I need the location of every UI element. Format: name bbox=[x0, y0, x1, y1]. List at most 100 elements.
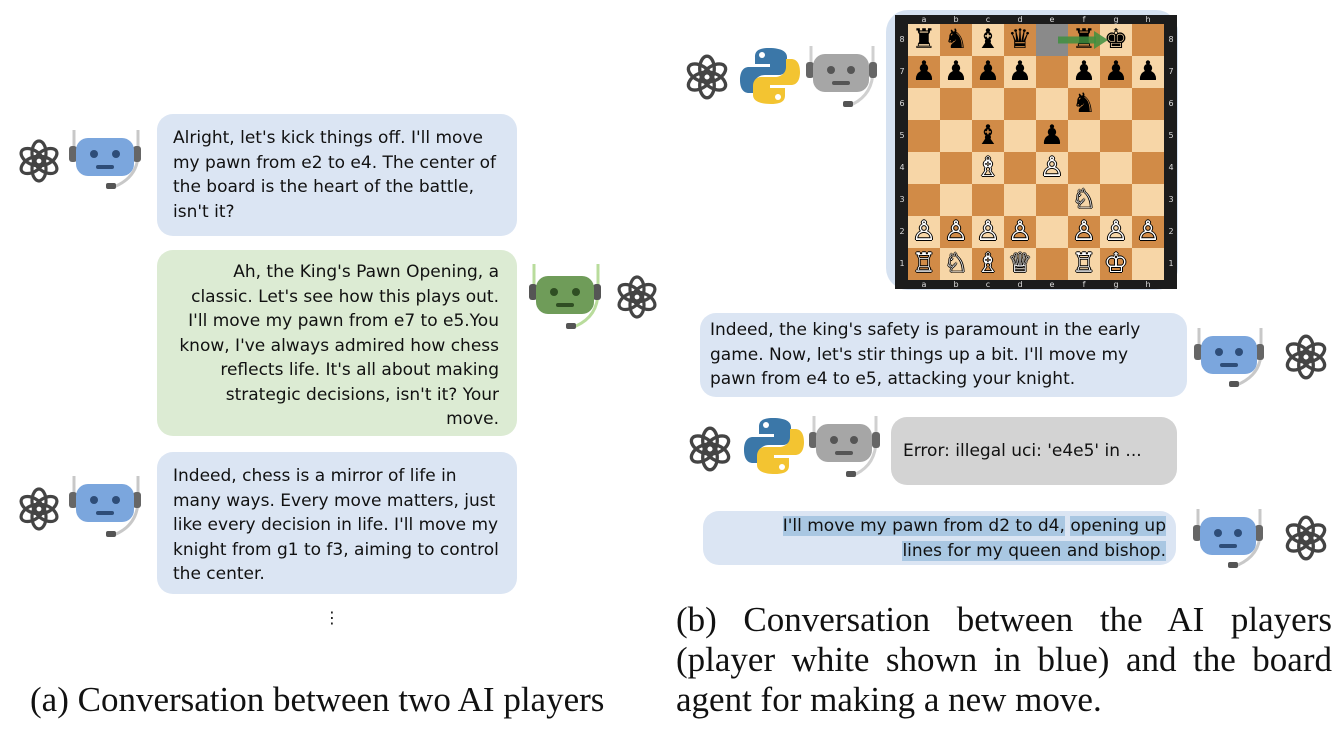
message-highlighted-text: opening up bbox=[1070, 516, 1166, 536]
chess-piece-white-e4: ♙ bbox=[1039, 152, 1065, 183]
rank-label: 4 bbox=[1168, 163, 1174, 172]
board-square-d5 bbox=[1004, 120, 1036, 152]
chess-piece-black-b7: ♟ bbox=[943, 56, 969, 87]
file-label: f bbox=[1082, 15, 1086, 24]
chess-board: aabbccddeeffgghh8877665544332211♜♞♝♛♜♚♟♟… bbox=[895, 15, 1177, 289]
board-square-e2 bbox=[1036, 216, 1068, 248]
board-square-a4 bbox=[908, 152, 940, 184]
chess-piece-white-d2: ♙ bbox=[1007, 216, 1033, 247]
board-square-e1 bbox=[1036, 248, 1068, 280]
chat-bubble-white-b2: I'll move my pawn from d2 to d4, opening… bbox=[703, 511, 1176, 565]
file-label: g bbox=[1113, 280, 1119, 289]
chess-piece-white-f1: ♖ bbox=[1071, 248, 1097, 279]
rank-label: 1 bbox=[899, 259, 905, 268]
chat-bubble-white-1: Alright, let's kick things off. I'll mov… bbox=[157, 114, 517, 236]
chess-piece-white-b2: ♙ bbox=[943, 216, 969, 247]
chess-piece-black-d8: ♛ bbox=[1007, 24, 1033, 55]
chat-bubble-white-2: Indeed, chess is a mirror of life in man… bbox=[157, 452, 517, 594]
board-square-a1 bbox=[908, 248, 940, 280]
chess-piece-white-a1: ♖ bbox=[911, 248, 937, 279]
board-square-c2 bbox=[972, 216, 1004, 248]
file-label: g bbox=[1113, 15, 1119, 24]
rank-label: 1 bbox=[1168, 259, 1174, 268]
board-square-d6 bbox=[1004, 88, 1036, 120]
robot-icon bbox=[1193, 322, 1267, 392]
robot-icon bbox=[803, 40, 881, 112]
file-label: b bbox=[953, 15, 959, 24]
board-square-d8 bbox=[1004, 24, 1036, 56]
file-label: a bbox=[921, 15, 927, 24]
board-square-e4 bbox=[1036, 152, 1068, 184]
chess-piece-white-f2: ♙ bbox=[1071, 216, 1097, 247]
board-square-d2 bbox=[1004, 216, 1036, 248]
rank-label: 5 bbox=[1168, 131, 1174, 140]
caption-b-line: (player white shown in blue) and the boa… bbox=[676, 640, 1332, 679]
chat-bubble-board-error: Error: illegal uci: 'e4e5' in ... bbox=[891, 417, 1177, 485]
board-square-h2 bbox=[1132, 216, 1164, 248]
board-square-c8 bbox=[972, 24, 1004, 56]
chess-piece-white-d1: ♕ bbox=[1007, 248, 1033, 279]
robot-icon bbox=[526, 258, 606, 334]
chess-piece-white-a2: ♙ bbox=[911, 216, 937, 247]
chess-piece-black-f7: ♟ bbox=[1071, 56, 1097, 87]
rank-label: 8 bbox=[899, 35, 905, 44]
board-square-b4 bbox=[940, 152, 972, 184]
openai-logo-icon bbox=[684, 423, 736, 475]
board-square-f4 bbox=[1068, 152, 1100, 184]
board-square-c6 bbox=[972, 88, 1004, 120]
chess-piece-white-g1: ♔ bbox=[1103, 248, 1129, 279]
file-label: c bbox=[985, 280, 991, 289]
board-square-h3 bbox=[1132, 184, 1164, 216]
board-square-b5 bbox=[940, 120, 972, 152]
file-label: d bbox=[1017, 280, 1023, 289]
board-square-g4 bbox=[1100, 152, 1132, 184]
chess-piece-black-b8: ♞ bbox=[943, 24, 969, 55]
board-square-c4 bbox=[972, 152, 1004, 184]
board-square-b2 bbox=[940, 216, 972, 248]
openai-logo-icon bbox=[612, 272, 662, 322]
board-square-g1 bbox=[1100, 248, 1132, 280]
caption-b-line: agent for making a new move. bbox=[676, 680, 1102, 719]
board-square-h7 bbox=[1132, 56, 1164, 88]
chat-bubble-black-1: Ah, the King's Pawn Opening, a classic. … bbox=[157, 250, 517, 436]
chess-piece-black-f6: ♞ bbox=[1071, 88, 1097, 119]
board-square-d7 bbox=[1004, 56, 1036, 88]
caption-b: (b) Conversation between the AI players … bbox=[676, 600, 1332, 720]
robot-icon bbox=[66, 124, 146, 194]
board-square-g6 bbox=[1100, 88, 1132, 120]
board-square-a2 bbox=[908, 216, 940, 248]
chess-piece-black-a7: ♟ bbox=[911, 56, 937, 87]
rank-label: 2 bbox=[899, 227, 905, 236]
file-label: a bbox=[921, 280, 927, 289]
openai-logo-icon bbox=[1280, 512, 1332, 564]
file-label: h bbox=[1145, 15, 1151, 24]
openai-logo-icon bbox=[14, 484, 64, 534]
board-square-f7 bbox=[1068, 56, 1100, 88]
caption-b-line: (b) Conversation between the AI players bbox=[676, 600, 1332, 639]
message-plain-text: I'll move my pawn from d2 to d4, bbox=[782, 516, 1065, 536]
python-logo-icon bbox=[738, 44, 802, 108]
chess-piece-black-d7: ♟ bbox=[1007, 56, 1033, 87]
rank-label: 7 bbox=[1168, 67, 1174, 76]
board-square-b7 bbox=[940, 56, 972, 88]
chess-piece-black-c8: ♝ bbox=[975, 24, 1001, 55]
board-square-a3 bbox=[908, 184, 940, 216]
board-square-h8 bbox=[1132, 24, 1164, 56]
chess-piece-white-c1: ♗ bbox=[975, 248, 1001, 279]
board-square-h6 bbox=[1132, 88, 1164, 120]
file-label: e bbox=[1049, 15, 1055, 24]
python-logo-icon bbox=[742, 414, 806, 478]
openai-logo-icon bbox=[14, 136, 64, 186]
chess-piece-black-e5: ♟ bbox=[1039, 120, 1065, 151]
board-square-g7 bbox=[1100, 56, 1132, 88]
openai-logo-icon bbox=[1280, 331, 1332, 383]
board-square-g3 bbox=[1100, 184, 1132, 216]
board-square-f6 bbox=[1068, 88, 1100, 120]
rank-label: 6 bbox=[1168, 99, 1174, 108]
rank-label: 5 bbox=[899, 131, 905, 140]
board-square-c1 bbox=[972, 248, 1004, 280]
board-square-e5 bbox=[1036, 120, 1068, 152]
file-label: c bbox=[985, 15, 991, 24]
board-square-d1 bbox=[1004, 248, 1036, 280]
chess-piece-white-c2: ♙ bbox=[975, 216, 1001, 247]
